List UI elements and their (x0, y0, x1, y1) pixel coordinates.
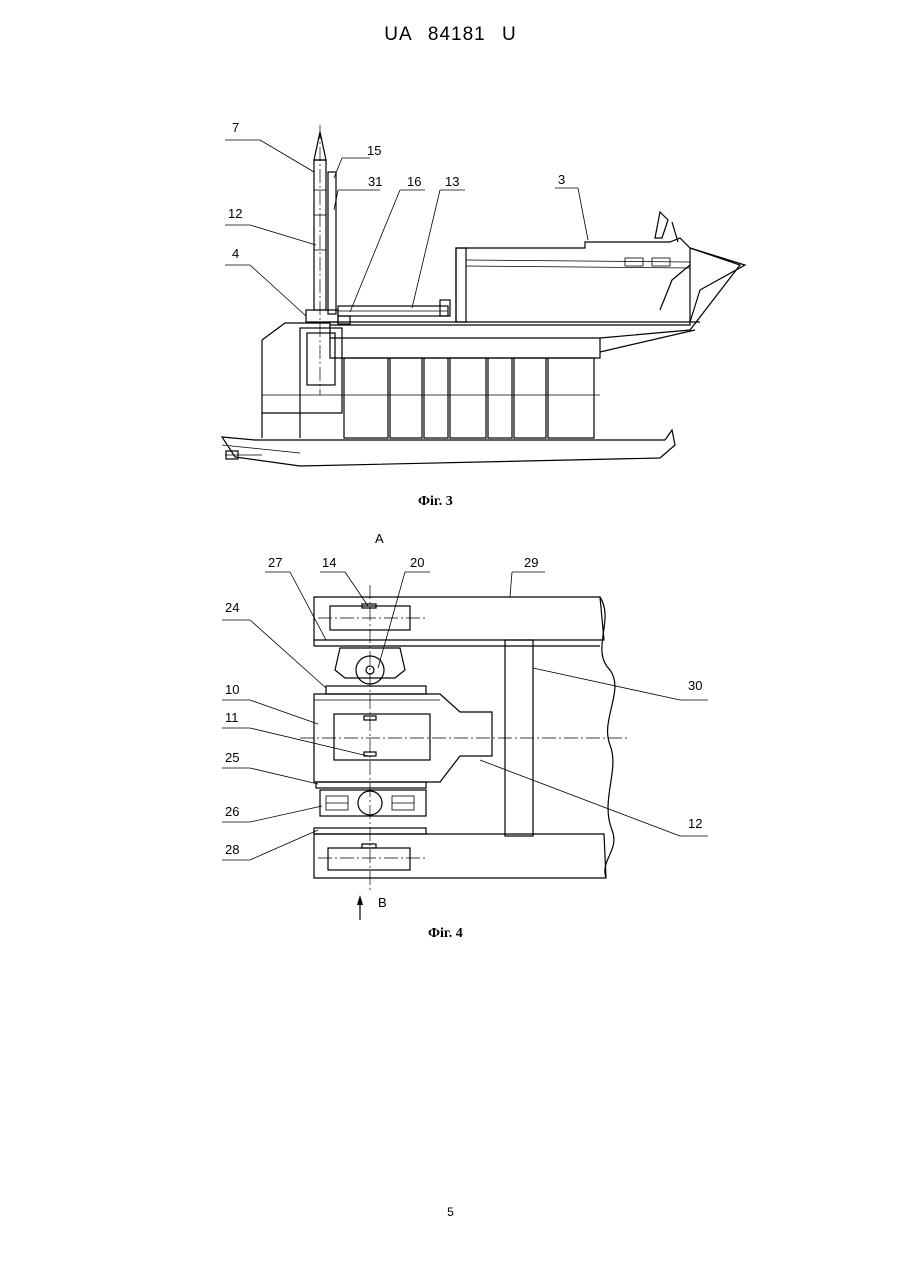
fig4-label-27: 27 (268, 555, 282, 570)
fig4-label-30: 30 (688, 678, 702, 693)
page-number: 5 (0, 1205, 901, 1219)
figure-3-drawing (222, 125, 745, 466)
fig4-view-label-top: A (375, 531, 384, 546)
fig4-label-20: 20 (410, 555, 424, 570)
fig4-label-10: 10 (225, 682, 239, 697)
fig4-label-29: 29 (524, 555, 538, 570)
fig3-label-31: 31 (368, 174, 382, 189)
fig4-view-label-bottom: B (378, 895, 387, 910)
fig3-label-12: 12 (228, 206, 242, 221)
fig4-label-24: 24 (225, 600, 239, 615)
fig3-label-3: 3 (558, 172, 565, 187)
fig3-label-4: 4 (232, 246, 239, 261)
fig4-label-14: 14 (322, 555, 336, 570)
fig4-label-12: 12 (688, 816, 702, 831)
fig4-label-25: 25 (225, 750, 239, 765)
fig3-label-7: 7 (232, 120, 239, 135)
fig4-label-26: 26 (225, 804, 239, 819)
fig3-label-16: 16 (407, 174, 421, 189)
figure-3-caption: Фіг. 3 (418, 494, 453, 510)
figure-4-caption: Фіг. 4 (428, 926, 463, 942)
fig4-label-28: 28 (225, 842, 239, 857)
fig4-label-11: 11 (225, 710, 239, 725)
figure-4-drawing (222, 572, 708, 920)
fig3-label-15: 15 (367, 143, 381, 158)
fig3-label-13: 13 (445, 174, 459, 189)
